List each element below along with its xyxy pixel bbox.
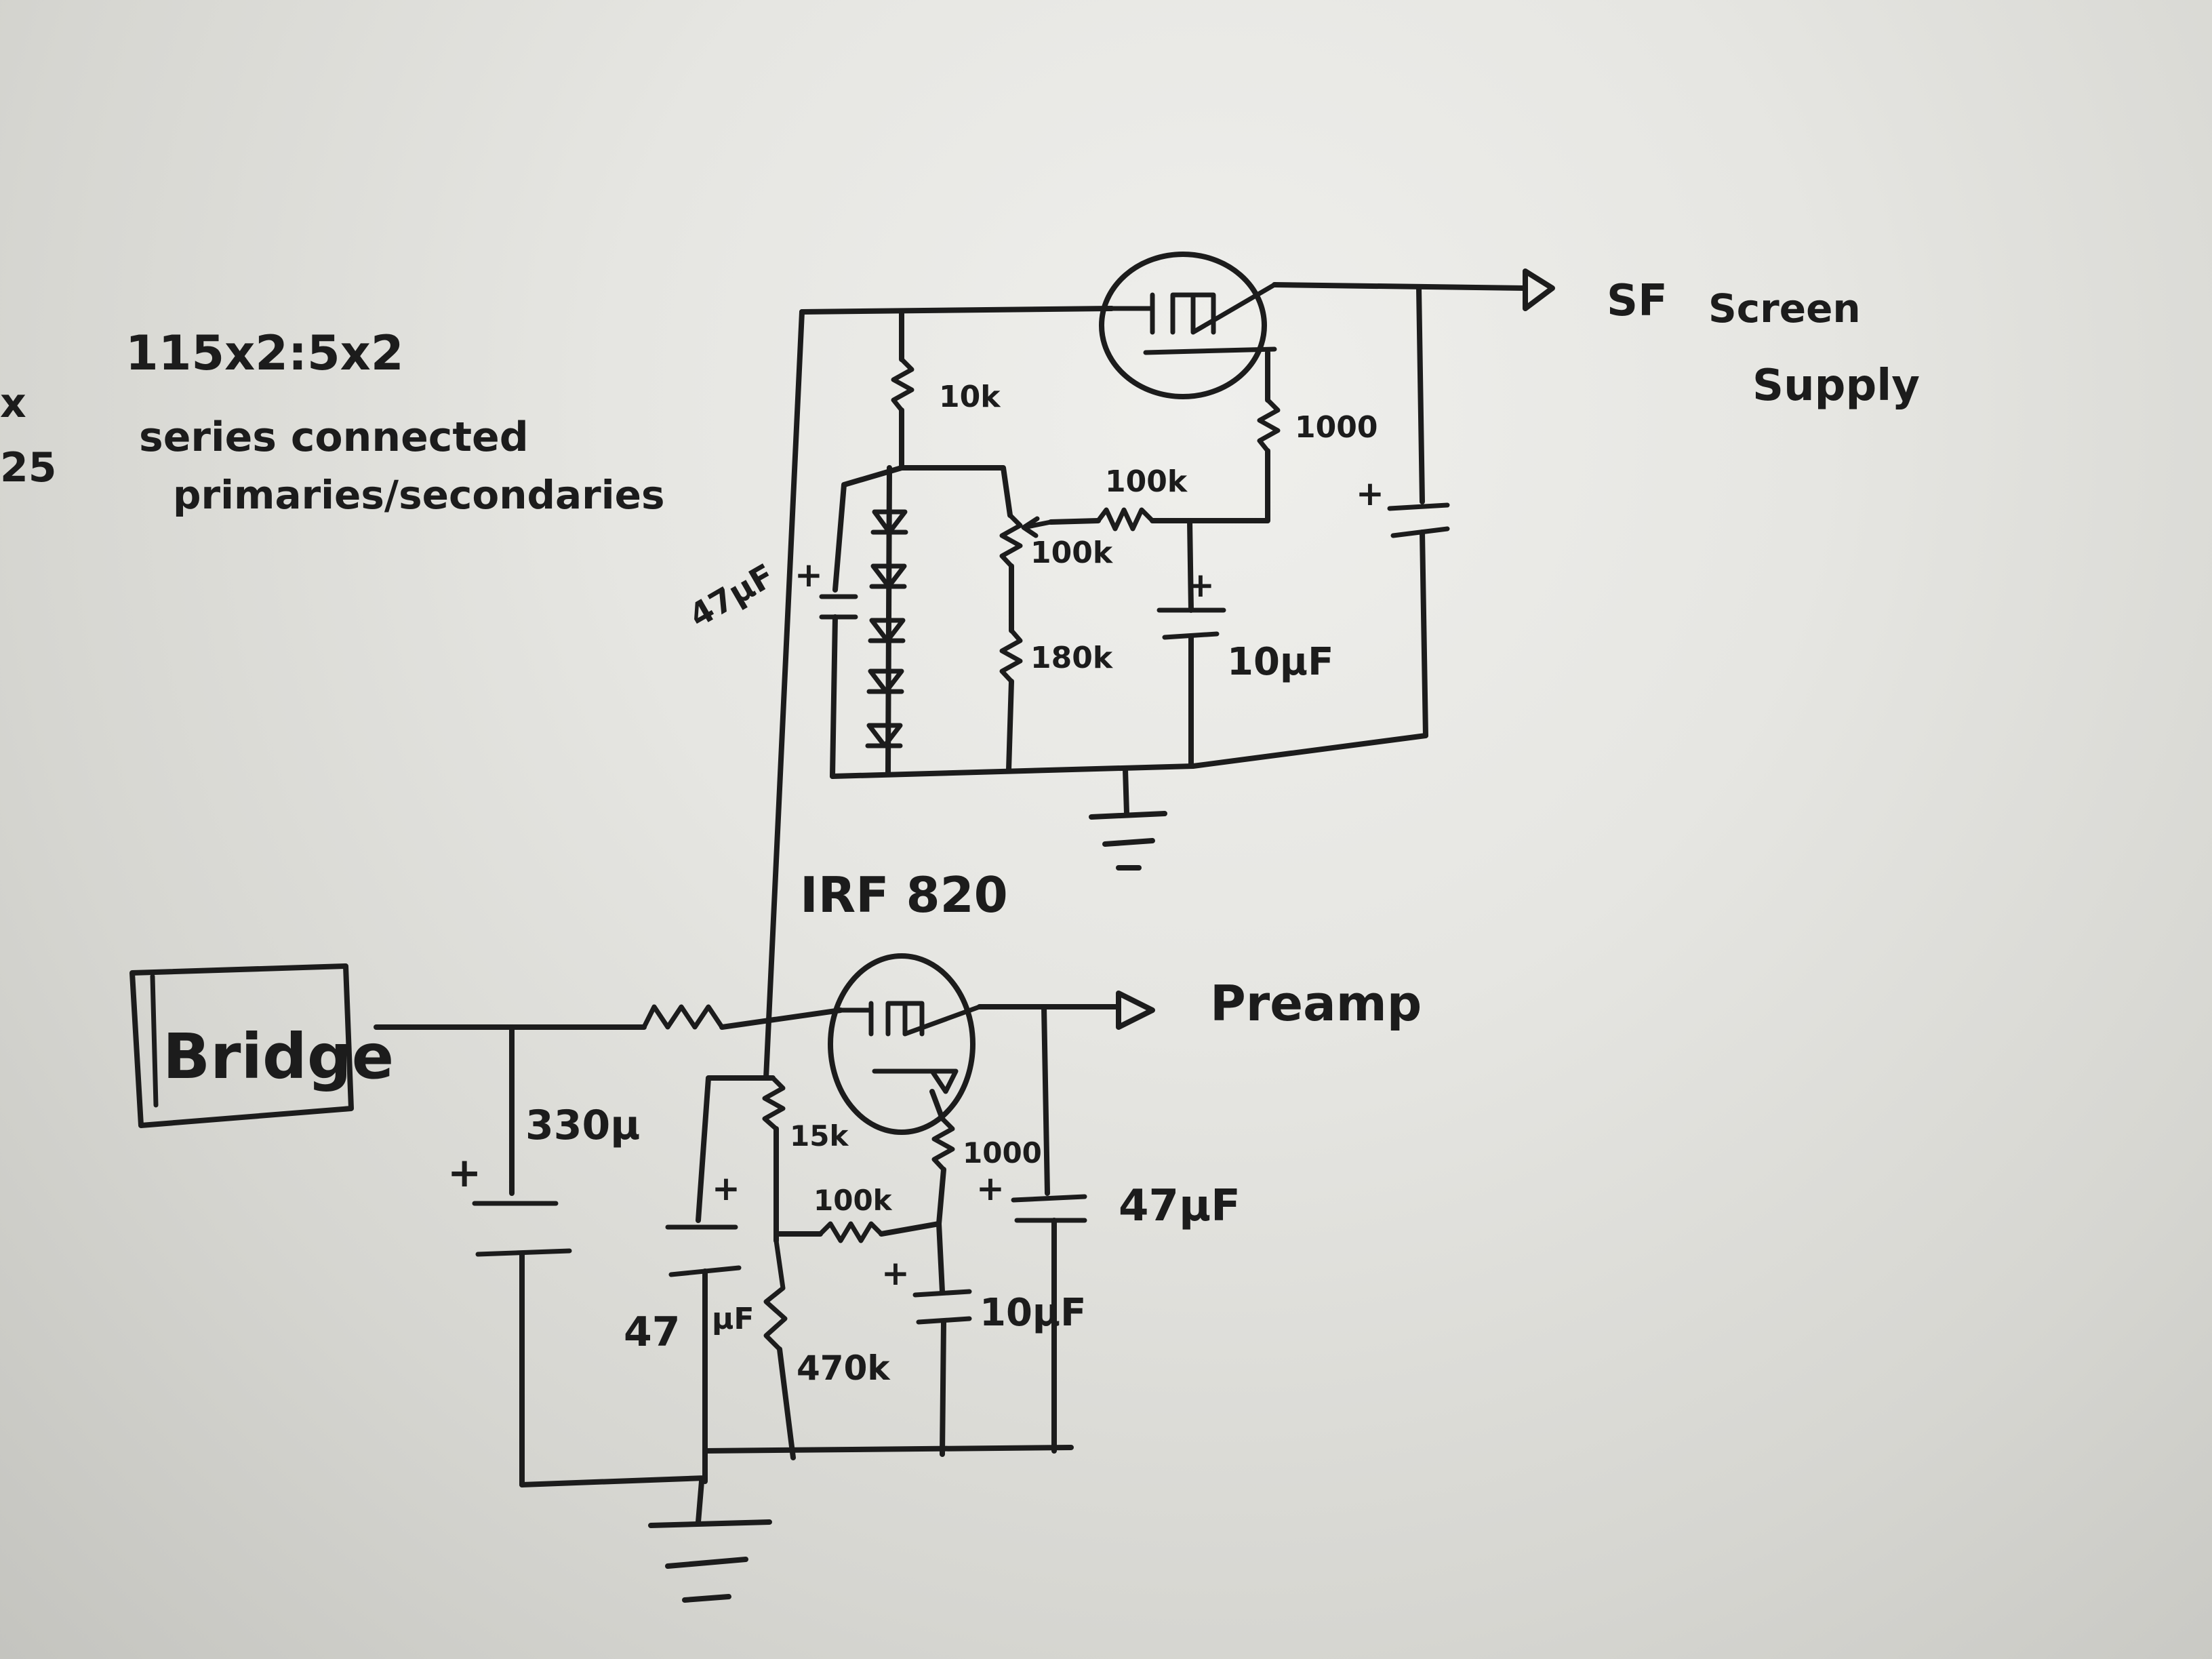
label-47uf-left: 47μF <box>683 557 781 635</box>
labels: 115x2:5x2 series connected primaries/sec… <box>0 276 1920 1388</box>
wire-to-mosfet-bottom <box>719 1007 843 1030</box>
wire-10uf-top <box>1187 518 1194 613</box>
wire-47right-top <box>1041 1004 1050 1196</box>
wire-47mid-top <box>696 1075 776 1223</box>
wire-470k-bottom <box>777 1346 796 1460</box>
wire-top-bus-right <box>1272 282 1528 291</box>
label-470k: 470k <box>797 1348 891 1388</box>
bridge-box-inner <box>150 974 159 1108</box>
zener-diode-stack-icon <box>865 509 908 748</box>
resistor-470k-zigzag <box>763 1238 788 1352</box>
resistor-180k-zigzag <box>999 628 1023 684</box>
arrow-preamp-icon <box>1116 991 1155 1030</box>
wire-right-cap-top <box>1416 285 1425 504</box>
wire-left-cap-top <box>832 465 904 593</box>
screen-supply-circuit <box>763 252 1555 1081</box>
resistor-series-zigzag <box>641 1004 725 1030</box>
label-plus-top2: + <box>795 555 823 595</box>
cap-47mid-plates <box>665 1224 742 1277</box>
label-screen-1: SF <box>1607 276 1668 326</box>
label-47uf-right: 47μF <box>1119 1181 1241 1231</box>
label-100k-a: 100k <box>1030 536 1114 570</box>
wire-right-cap-bottom <box>1420 529 1428 738</box>
wire-1000-bottom-b <box>936 1167 946 1294</box>
wire-top-return <box>830 733 1428 779</box>
edge-mark-2: 25 <box>0 444 57 492</box>
label-47-mid: 47 <box>624 1308 681 1356</box>
cap-10uf-bottom-plates <box>912 1289 972 1325</box>
wire-1000-bottom-top <box>929 1089 945 1121</box>
label-plus-mid: + <box>712 1169 740 1208</box>
wire-wiper <box>1048 518 1101 525</box>
mosfet-top-symbol <box>1109 282 1277 355</box>
wire-div-bottom <box>1006 679 1014 772</box>
cap-47right-plates <box>1011 1194 1087 1223</box>
mosfet-bottom-circle <box>828 953 976 1135</box>
resistor-100k-b-zigzag <box>1095 507 1155 532</box>
label-10uf-bottom: 10μF <box>980 1291 1086 1335</box>
label-plus-330: + <box>447 1149 481 1197</box>
arrow-screen-supply-icon <box>1523 268 1555 311</box>
note-series-line1: series connected <box>139 414 529 461</box>
wire-top-bus-left <box>799 306 1114 315</box>
resistor-100k-a-zigzag <box>999 513 1023 569</box>
wire-cap-top-left-bottom <box>830 614 838 779</box>
wire-zener-top <box>899 465 1013 518</box>
resistor-1000-top-zigzag <box>1257 397 1281 454</box>
cap-330u-plates <box>472 1201 572 1257</box>
label-plus-top3: + <box>1356 474 1384 513</box>
note-series-line2: primaries/secondaries <box>173 472 664 518</box>
label-10k: 10k <box>939 380 1001 414</box>
label-plus-10u-bottom: + <box>881 1254 910 1293</box>
label-180k: 180k <box>1030 641 1114 675</box>
label-plus-47-right: + <box>976 1169 1005 1208</box>
label-15k: 15k <box>790 1119 849 1153</box>
resistor-10k-zigzag <box>891 357 914 413</box>
bridge-label: Bridge <box>163 1020 394 1093</box>
label-irf820: IRF 820 <box>800 866 1008 923</box>
note-transformer: 115x2:5x2 <box>125 325 404 381</box>
ground-top-icon <box>1089 811 1167 871</box>
wiper-arrow-icon <box>1021 516 1053 538</box>
label-preamp: Preamp <box>1210 975 1422 1032</box>
wire-10uf-bottom-b <box>940 1319 946 1457</box>
wire-bottom-ground <box>696 1479 704 1525</box>
wire-bottom-return-1 <box>702 1445 1074 1454</box>
edge-mark-1: x <box>0 380 26 427</box>
label-1000-top: 1000 <box>1295 410 1378 445</box>
label-plus-top1: + <box>1186 565 1215 605</box>
label-10uf-top: 10μF <box>1227 640 1333 684</box>
label-330u: 330μ <box>525 1102 640 1149</box>
resistor-100k-bottom-zigzag <box>818 1221 884 1243</box>
label-screen-3: Supply <box>1752 361 1920 411</box>
label-screen-2: Screen <box>1708 285 1861 332</box>
cap-10uf-plates <box>1157 607 1226 640</box>
cap-right-plates <box>1387 502 1450 538</box>
label-47-mid-unit: μF <box>712 1302 754 1336</box>
mosfet-top-circle <box>1099 252 1267 399</box>
wire-100k-bottom-right <box>879 1221 942 1237</box>
cap-top-left-plates <box>819 594 858 620</box>
label-100k-b: 100k <box>1105 464 1188 499</box>
resistor-15k-zigzag <box>762 1075 786 1132</box>
wire-top-ground <box>1123 767 1129 816</box>
wire-main-vertical <box>763 309 805 1081</box>
ground-bottom-icon <box>648 1519 772 1603</box>
bridge-box <box>129 963 354 1128</box>
preamp-circuit <box>129 953 1155 1603</box>
resistor-1000-bottom-zigzag <box>931 1116 955 1172</box>
label-100k-bottom: 100k <box>813 1184 893 1217</box>
wire-bottom-return-2 <box>519 1448 708 1487</box>
mosfet-bottom-symbol <box>838 1001 982 1094</box>
label-1000-bottom: 1000 <box>963 1136 1042 1170</box>
